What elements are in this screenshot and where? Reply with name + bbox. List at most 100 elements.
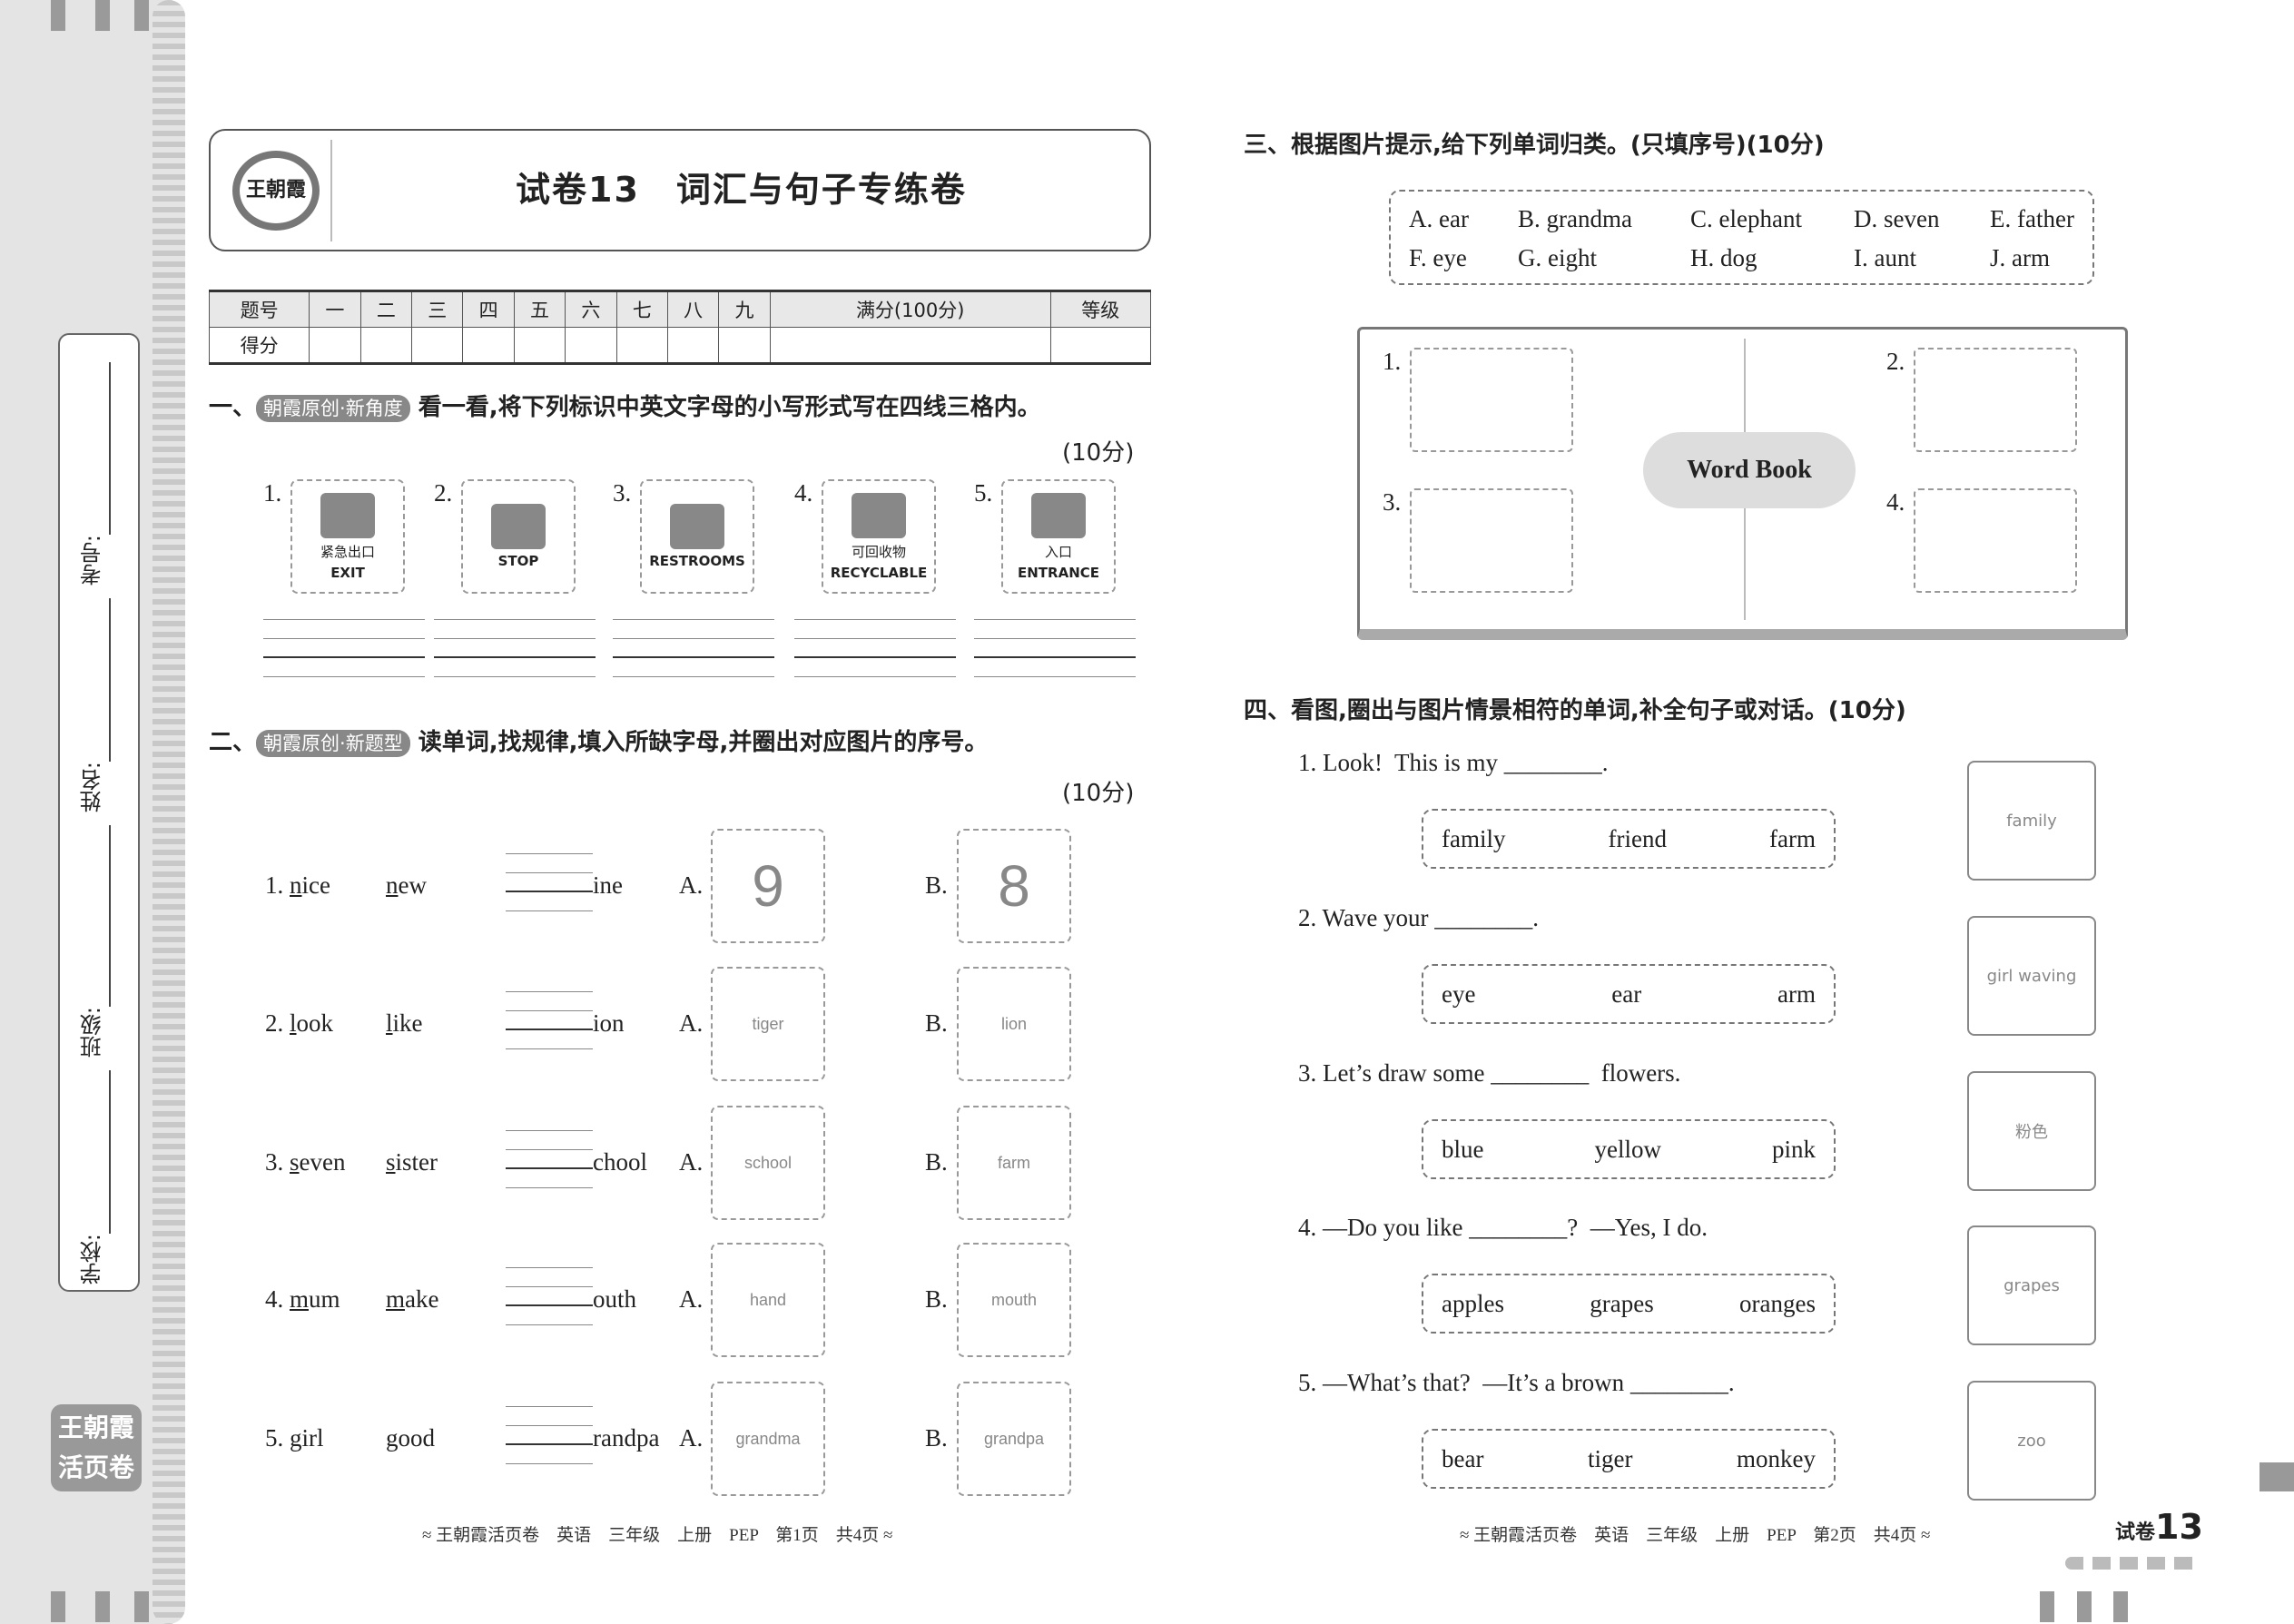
option-b-picture[interactable]: lion [957,967,1071,1081]
word-options: blue yellow pink [1422,1119,1836,1179]
binding-mark [95,1591,110,1622]
word-option[interactable]: oranges [1739,1289,1816,1317]
section2-heading: 二、朝霞原创·新题型 读单词,找规律,填入所缺字母,并圈出对应图片的序号。 [209,723,988,757]
option-a-picture[interactable]: hand [711,1243,825,1357]
score-header-cell: 八 [666,290,720,328]
option-a-label[interactable]: A. [679,1285,704,1313]
section3-heading: 三、根据图片提示,给下列单词归类。(只填序号)(10分) [1244,132,1825,159]
score-input-cell[interactable] [309,327,361,364]
option-a-label[interactable]: A. [679,1148,704,1176]
option-a-picture[interactable]: grandma [711,1382,825,1496]
word-option[interactable]: ear [1611,979,1642,1008]
score-input-cell[interactable] [359,327,413,364]
answer-slot[interactable] [1914,488,2077,593]
section1-heading: 一、朝霞原创·新角度 看一看,将下列标识中英文字母的小写形式写在四线三格内。 [209,389,1041,422]
word-option[interactable]: tiger [1587,1444,1633,1472]
slot-number: 2. [1886,348,1905,375]
word-book-title: Word Book [1643,432,1856,508]
four-line-writing-area[interactable] [794,619,956,677]
sign-english-text: RECYCLABLE [830,564,928,581]
exam-number-label: 考号: [80,535,105,586]
missing-letter-blank[interactable] [506,1267,593,1325]
option-b-label[interactable]: B. [925,1285,948,1313]
option-b-picture[interactable]: 8 [957,829,1071,943]
sign-number: 3. [613,479,632,507]
word-suffix: randpa [593,1424,660,1452]
score-input-cell[interactable] [718,327,771,364]
section-badge: 朝霞原创·新题型 [256,729,410,757]
sign-english-text: RESTROOMS [649,553,745,569]
four-line-writing-area[interactable] [613,619,774,677]
word-option[interactable]: yellow [1594,1135,1661,1163]
word-options: eye ear arm [1422,964,1836,1024]
score-input-cell[interactable] [1049,327,1152,364]
sign-number: 4. [794,479,813,507]
logo-line2: 活页卷 [57,1452,134,1482]
option-b-picture[interactable]: farm [957,1106,1071,1220]
word-option[interactable]: family [1442,824,1506,852]
missing-letter-blank[interactable] [506,991,593,1049]
answer-slot[interactable] [1914,348,2077,452]
missing-letter-blank[interactable] [506,1406,593,1464]
option-b-label[interactable]: B. [925,1148,948,1176]
sign-card: STOP [461,479,576,594]
section-instruction: 看一看,将下列标识中英文字母的小写形式写在四线三格内。 [418,394,1041,421]
word-option[interactable]: grapes [1590,1289,1654,1317]
word-bank-item: B. grandma [1518,205,1632,232]
word-bank-item: C. elephant [1690,205,1802,232]
section-instruction: 读单词,找规律,填入所缺字母,并圈出对应图片的序号。 [418,729,989,756]
option-a-picture[interactable]: tiger [711,967,825,1081]
word-option[interactable]: blue [1442,1135,1484,1163]
missing-letter-blank[interactable] [506,1130,593,1188]
word-option[interactable]: bear [1442,1444,1484,1472]
option-b-picture[interactable]: mouth [957,1243,1071,1357]
score-input-cell[interactable] [666,327,720,364]
question-picture: girl waving [1967,916,2096,1036]
student-info-box: 考号: 姓名: 班级: 学校: [58,333,140,1292]
score-input-cell[interactable] [769,327,1051,364]
score-input-cell[interactable] [462,327,515,364]
paper-number-tag: 试卷13 [2115,1507,2203,1547]
score-header-cell: 五 [513,290,566,328]
word-option[interactable]: pink [1771,1135,1816,1163]
score-input-cell[interactable] [565,327,617,364]
option-b-label[interactable]: B. [925,871,948,899]
score-header-cell: 六 [565,290,617,328]
school-label: 学校: [80,1234,105,1285]
four-line-writing-area[interactable] [263,619,425,677]
word-option[interactable]: friend [1608,824,1667,852]
word-option[interactable]: monkey [1736,1444,1816,1472]
slot-number: 4. [1886,488,1905,516]
question-sentence: 4. —Do you like ________? —Yes, I do. [1298,1214,1708,1241]
word-option[interactable]: arm [1777,979,1816,1008]
answer-slot[interactable] [1410,488,1573,593]
option-a-label[interactable]: A. [679,1009,704,1037]
option-a-label[interactable]: A. [679,871,704,899]
option-b-picture[interactable]: grandpa [957,1382,1071,1496]
word-options: apples grapes oranges [1422,1274,1836,1334]
option-b-label[interactable]: B. [925,1009,948,1037]
publisher-seal: 王朝霞 [223,140,332,241]
option-a-picture[interactable]: school [711,1106,825,1220]
word-option[interactable]: farm [1769,824,1816,852]
question-sentence: 5. —What’s that? —It’s a brown ________. [1298,1369,1735,1396]
score-header-cell: 三 [411,290,464,328]
score-input-cell[interactable] [411,327,464,364]
score-input-cell[interactable] [513,327,566,364]
option-b-label[interactable]: B. [925,1424,948,1452]
binding-mark [2040,1591,2054,1622]
binding-mark [134,1591,149,1622]
four-line-writing-area[interactable] [974,619,1136,677]
word-option[interactable]: apples [1442,1289,1504,1317]
missing-letter-blank[interactable] [506,853,593,911]
option-a-label[interactable]: A. [679,1424,704,1452]
answer-slot[interactable] [1410,348,1573,452]
section-number: 二、 [209,729,257,756]
word-option[interactable]: eye [1442,979,1476,1008]
score-input-cell[interactable] [615,327,668,364]
option-a-picture[interactable]: 9 [711,829,825,943]
four-line-writing-area[interactable] [434,619,596,677]
